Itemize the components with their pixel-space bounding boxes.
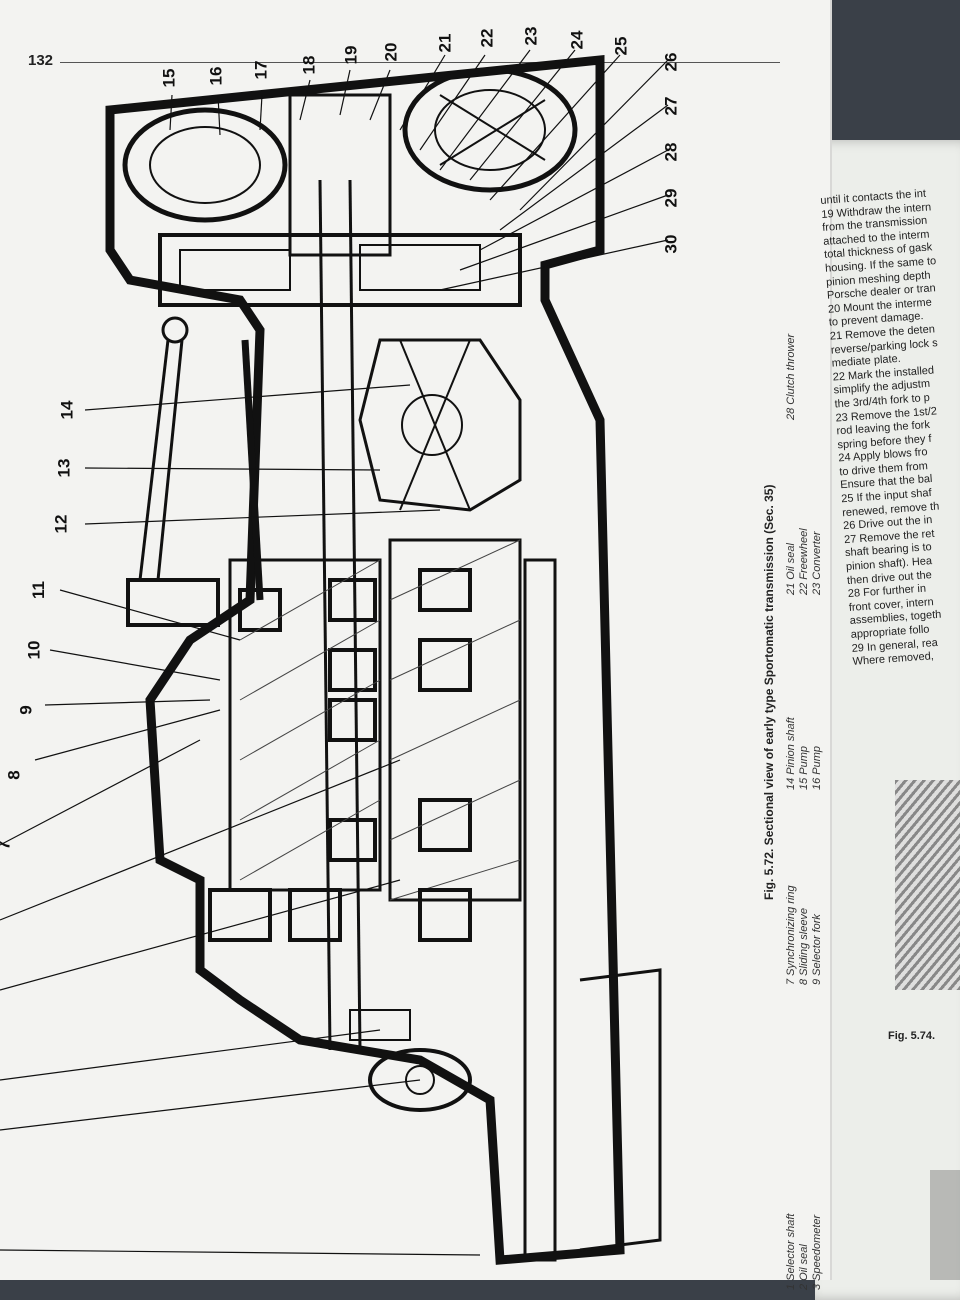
callout-19: 19: [341, 45, 361, 65]
fig-5-74-label: Fig. 5.74.: [888, 1030, 936, 1042]
legend-item: 14 Pinion shaft: [785, 717, 797, 790]
callout-26: 26: [661, 52, 681, 72]
header-rule: [60, 62, 780, 63]
callout-8: 8: [4, 770, 24, 780]
callout-21: 21: [435, 33, 455, 53]
legend-item: 7 Synchronizing ring: [785, 885, 797, 985]
transmission-section-drawing: [0, 49, 669, 1265]
callout-12: 12: [51, 514, 71, 534]
callout-29: 29: [661, 188, 681, 208]
callout-9: 9: [16, 705, 36, 715]
callout-7: 7: [0, 840, 15, 849]
callout-30: 30: [661, 234, 681, 254]
legend-item: 22 Freewheel: [798, 528, 810, 595]
callout-15: 15: [159, 68, 179, 88]
figure-caption: Fig. 5.72. Sectional view of early type …: [762, 484, 776, 900]
callout-25: 25: [611, 36, 631, 56]
legend-column-5: 28 Clutch thrower: [785, 334, 798, 420]
engine-photo: [895, 780, 960, 990]
legend-column-1: 1 Selector shaft 2 Oil seal 3 Speedomete…: [785, 1214, 824, 1290]
callout-27: 27: [661, 96, 681, 116]
legend-item: 9 Selector fork: [811, 914, 823, 985]
legend-item: 8 Sliding sleeve: [798, 907, 810, 985]
legend-item: 1 Selector shaft: [785, 1213, 797, 1290]
callout-10: 10: [24, 640, 44, 660]
callout-13: 13: [54, 458, 74, 478]
legend-item: 23 Converter: [811, 531, 823, 595]
legend-item: 28 Clutch thrower: [785, 333, 797, 420]
legend-item: 15 Pump: [798, 745, 810, 790]
page-number: 132: [28, 52, 54, 69]
callout-17: 17: [251, 60, 271, 80]
callout-16: 16: [206, 66, 226, 86]
callout-24: 24: [567, 30, 587, 50]
callout-14: 14: [57, 400, 77, 420]
right-page: [815, 140, 960, 1300]
callout-22: 22: [477, 28, 497, 48]
legend-item: 2 Oil seal: [798, 1244, 810, 1290]
legend-column-3: 14 Pinion shaft 15 Pump 16 Pump: [785, 717, 824, 790]
callout-23: 23: [521, 26, 541, 46]
legend-column-2: 7 Synchronizing ring 8 Sliding sleeve 9 …: [785, 885, 824, 985]
callout-11: 11: [28, 581, 48, 599]
callout-20: 20: [381, 42, 401, 62]
callout-18: 18: [299, 55, 319, 75]
legend-column-4: 21 Oil seal 22 Freewheel 23 Converter: [785, 528, 824, 595]
legend-item: 3 Speedometer: [811, 1214, 823, 1290]
page-shadow: [930, 1170, 960, 1280]
legend-item: 16 Pump: [811, 745, 823, 790]
legend-item: 21 Oil seal: [785, 543, 797, 595]
callout-28: 28: [661, 142, 681, 162]
